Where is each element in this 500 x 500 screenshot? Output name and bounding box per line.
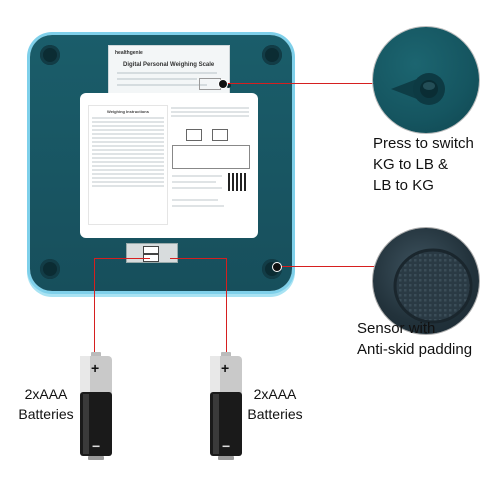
battery-right-caption-line2: Batteries — [247, 406, 303, 422]
qr-code-icon — [228, 173, 246, 191]
spec-table — [172, 145, 250, 169]
switch-callout-line — [222, 83, 394, 84]
scale-product-label: healthgenie Digital Personal Weighing Sc… — [108, 45, 230, 99]
battery-minus-label: − — [92, 438, 101, 454]
battery-right-caption: 2xAAA Batteries — [240, 384, 310, 424]
switch-zoom-circle — [373, 27, 479, 133]
instructions-heading: Weighing Instructions — [107, 109, 149, 114]
label-line — [117, 78, 197, 80]
instruction-sheet-right — [168, 105, 252, 223]
scale-foot-top-left — [40, 45, 60, 65]
switch-caption: Press to switch KG to LB & LB to KG — [373, 133, 474, 196]
battery-minus-label: − — [222, 438, 231, 454]
scale-body: healthgenie Digital Personal Weighing Sc… — [30, 35, 292, 291]
battery-plus-label: + — [221, 360, 230, 376]
sensor-caption-line1: Sensor with — [357, 320, 436, 337]
battery-right-caption-line1: 2xAAA — [253, 386, 297, 402]
battery-slot-top — [143, 246, 159, 254]
sensor-callout-dot — [272, 262, 282, 272]
switch-callout-dot — [218, 79, 228, 89]
label-line — [117, 72, 217, 74]
battery-left-caption-line1: 2xAAA — [24, 386, 68, 402]
sensor-pad-icon — [393, 248, 473, 324]
switch-caption-line3: LB to KG — [373, 177, 434, 194]
switch-caption-line1: Press to switch — [373, 135, 474, 152]
aaa-battery-icon: + − — [78, 352, 114, 462]
instruction-sticker: Weighing Instructions — [80, 93, 258, 238]
scale-foot-bottom-left — [40, 259, 60, 279]
sensor-zoom-circle — [373, 228, 479, 334]
battery-left-callout-vertical — [94, 258, 95, 358]
label-brand: healthgenie — [115, 50, 143, 56]
sensor-caption: Sensor with Anti-skid padding — [357, 318, 472, 360]
label-line — [117, 84, 207, 86]
weighing-scale-underside: healthgenie Digital Personal Weighing Sc… — [30, 35, 292, 291]
battery-right-callout-horizontal — [170, 258, 226, 259]
switch-button-icon — [391, 73, 445, 105]
battery-left-callout-horizontal — [94, 258, 150, 259]
battery-plus-label: + — [91, 360, 100, 376]
battery-left-caption: 2xAAA Batteries — [14, 384, 78, 424]
kg-diagram — [186, 129, 202, 141]
battery-right-callout-vertical — [226, 258, 227, 358]
instruction-sheet-left: Weighing Instructions — [88, 105, 168, 225]
switch-caption-line2: KG to LB & — [373, 156, 449, 173]
sensor-callout-line — [276, 266, 381, 267]
aaa-battery-icon: + − — [208, 352, 244, 462]
battery-compartment — [126, 243, 178, 263]
lb-diagram — [212, 129, 228, 141]
battery-left-caption-line2: Batteries — [18, 406, 74, 422]
scale-foot-top-right — [262, 45, 282, 65]
unit-switch-button[interactable] — [226, 83, 231, 88]
sensor-caption-line2: Anti-skid padding — [357, 341, 473, 358]
label-title: Digital Personal Weighing Scale — [123, 62, 215, 68]
